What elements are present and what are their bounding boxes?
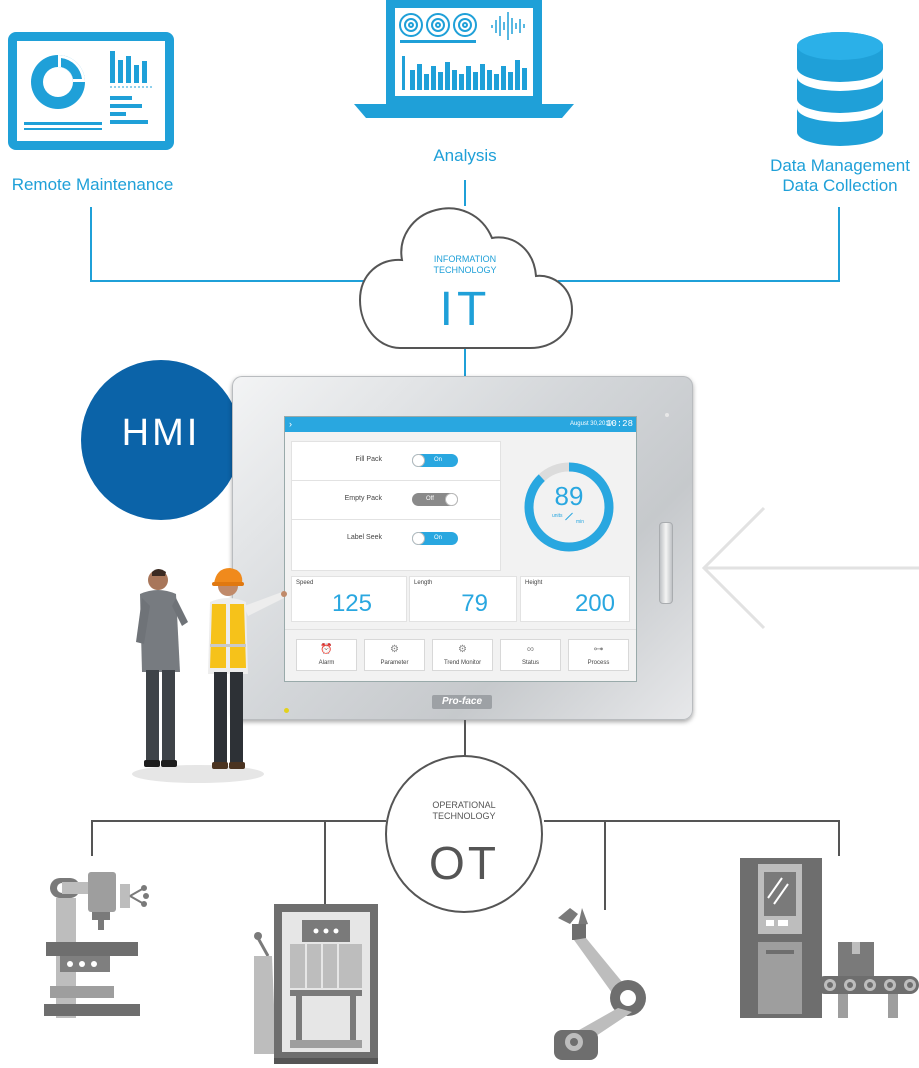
- alarm-clock-icon: ⏰: [320, 644, 333, 655]
- data-management-label: Data Management: [770, 156, 910, 175]
- it-line-right-vertical: [838, 207, 840, 281]
- alarm-button[interactable]: ⏰ Alarm: [296, 639, 357, 671]
- button-label: Status: [521, 660, 539, 666]
- metric-value: 125: [331, 590, 372, 617]
- brand-badge: [432, 695, 492, 709]
- hmi-circle: [81, 360, 241, 520]
- milling-machine-icon: [44, 872, 149, 1018]
- ot-drop-1: [91, 820, 93, 856]
- remote-maintenance-label: Remote Maintenance: [11, 175, 174, 194]
- toggle-label: Label Seek: [346, 534, 382, 541]
- incoming-arrow-icon: [701, 506, 919, 630]
- toggle-state: Off: [426, 496, 434, 502]
- hmi-label: HMI: [121, 412, 201, 454]
- metric-label: Speed: [296, 580, 314, 586]
- height-card: Height 200: [520, 576, 630, 622]
- toggle-label: Empty Pack: [344, 495, 382, 502]
- trend-gear-icon: ⚙: [458, 644, 467, 655]
- button-bar-divider: [285, 629, 636, 630]
- metric-label: Length: [414, 580, 433, 586]
- process-flow-icon: ⊶: [593, 644, 604, 655]
- side-usb-slot: [659, 522, 673, 604]
- toggle-knob: [412, 454, 425, 467]
- gauge-unit-bottom: min: [576, 519, 585, 525]
- toggle-state: On: [434, 535, 443, 541]
- toggle-label: Fill Pack: [355, 456, 382, 463]
- parameter-button[interactable]: ⚙ Parameter: [364, 639, 425, 671]
- ot-bus-right: [544, 820, 840, 822]
- button-label: Process: [587, 660, 610, 666]
- toggle-knob: [445, 493, 458, 506]
- gauge-value: 89: [554, 481, 584, 511]
- ot-drop-4: [838, 820, 840, 856]
- it-line-left-vertical: [90, 207, 92, 281]
- it-line-right-horizontal: [558, 280, 840, 282]
- menu-chevron-icon[interactable]: ›: [289, 419, 292, 429]
- speed-card: Speed 125: [291, 576, 407, 622]
- ot-drop-3: [604, 820, 606, 910]
- it-line-analysis: [464, 180, 466, 206]
- press-machine-icon: [254, 904, 378, 1064]
- robot-arm-icon: [554, 908, 646, 1060]
- toggle-panel: Fill Pack On Empty Pack Off Label Seek O…: [291, 441, 501, 571]
- conveyor-machine-icon: [740, 858, 919, 1018]
- it-heading: IT: [439, 283, 491, 336]
- panel-indicator-dot: [665, 413, 669, 417]
- gears-icon: ⚙: [390, 644, 399, 655]
- toggle-row-empty-pack: Empty Pack Off: [292, 481, 500, 520]
- gauge-panel: 89 units min: [504, 441, 630, 569]
- label-seek-toggle[interactable]: On: [412, 532, 458, 545]
- ot-circle: [385, 755, 543, 913]
- toggle-row-fill-pack: Fill Pack On: [292, 442, 500, 481]
- ot-heading: OT: [429, 837, 499, 889]
- it-cloud-icon: [358, 207, 574, 349]
- screen-time: 10:28: [605, 419, 633, 429]
- database-icon: [797, 32, 883, 146]
- ot-caption: OPERATIONAL TECHNOLOGY: [432, 800, 496, 821]
- brand-logo: Pro-face: [441, 696, 482, 707]
- button-label: Alarm: [318, 660, 335, 666]
- toggle-knob: [412, 532, 425, 545]
- ot-drop-2: [324, 820, 326, 910]
- trend-monitor-button[interactable]: ⚙ Trend Monitor: [432, 639, 493, 671]
- length-card: Length 79: [409, 576, 517, 622]
- analysis-label: Analysis: [433, 146, 497, 165]
- metric-value: 200: [574, 590, 615, 617]
- button-label: Parameter: [380, 660, 409, 666]
- it-line-hmi: [464, 349, 466, 379]
- production-rate-gauge: [524, 462, 614, 552]
- hmi-screen: › August 30,2019 10:28 Fill Pack On Empt…: [284, 416, 637, 682]
- ot-line-hmi: [464, 720, 466, 760]
- metric-label: Height: [525, 580, 543, 586]
- button-label: Trend Monitor: [443, 660, 482, 666]
- power-led: [284, 708, 289, 713]
- screen-topbar: › August 30,2019 10:28: [285, 417, 636, 432]
- it-line-left-horizontal: [90, 280, 370, 282]
- binoculars-icon: ∞: [526, 644, 535, 655]
- toggle-state: On: [434, 457, 443, 463]
- metric-value: 79: [461, 590, 488, 617]
- process-button[interactable]: ⊶ Process: [568, 639, 629, 671]
- analysis-laptop-icon: [354, 0, 574, 118]
- ot-bus-left: [91, 820, 386, 822]
- data-collection-label: Data Collection: [782, 176, 898, 195]
- remote-maintenance-monitor-icon: [8, 32, 174, 150]
- engineers-illustration: [132, 568, 287, 783]
- status-button[interactable]: ∞ Status: [500, 639, 561, 671]
- toggle-row-label-seek: Label Seek On: [292, 520, 500, 558]
- empty-pack-toggle[interactable]: Off: [412, 493, 458, 506]
- it-caption: INFORMATION TECHNOLOGY: [433, 254, 497, 275]
- gauge-unit-top: units: [552, 513, 563, 519]
- screen-date: August 30,2019: [569, 421, 612, 427]
- fill-pack-toggle[interactable]: On: [412, 454, 458, 467]
